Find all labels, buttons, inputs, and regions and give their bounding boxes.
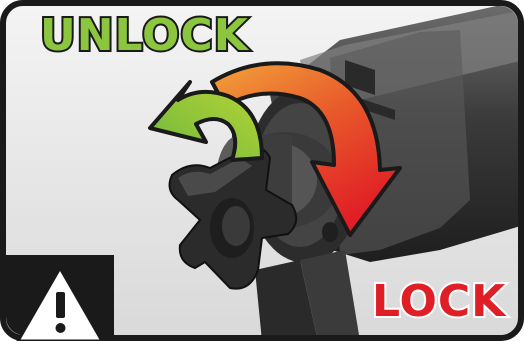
unlock-label: UNLOCK xyxy=(40,14,249,58)
lock-label: LOCK xyxy=(372,280,506,324)
